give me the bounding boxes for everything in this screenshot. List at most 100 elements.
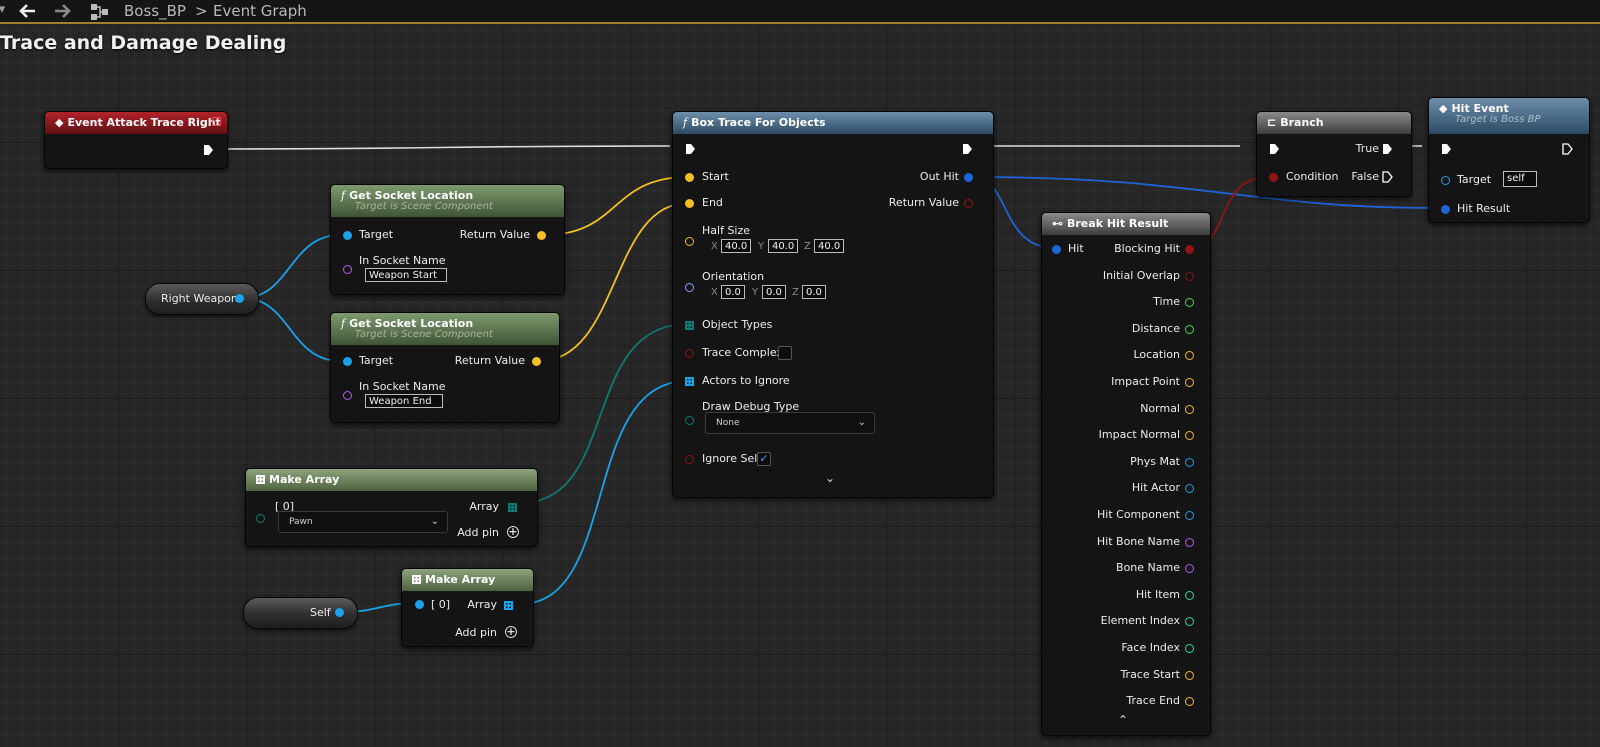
box-trace-out-hit-pin[interactable] [964, 173, 973, 182]
make-array-node-1[interactable]: Make Array [ 0] Pawn⌄ Array Add pin + [245, 468, 538, 547]
break-hit-output-pin[interactable] [1185, 431, 1194, 441]
break-hit-output-label: Initial Overlap [1102, 268, 1180, 282]
break-hit-in-pin[interactable] [1052, 245, 1061, 254]
break-hit-output-pin[interactable] [1185, 537, 1194, 547]
break-hit-output-pin[interactable] [1185, 271, 1194, 281]
break-hit-output-label: Impact Point [1111, 375, 1180, 388]
box-trace-return-pin[interactable] [964, 199, 973, 208]
branch-exec-in-pin[interactable] [1269, 143, 1280, 155]
make-array2-output-pin[interactable] [504, 601, 513, 610]
make-array1-in-pin[interactable] [256, 514, 265, 523]
socket1-return-label: Return Value [459, 228, 530, 241]
arrow-right-icon[interactable] [52, 3, 72, 21]
ignore-self-checkbox[interactable]: ✓ [757, 452, 771, 466]
add-pin-icon[interactable]: + [505, 625, 517, 638]
event-icon: ◆ [1439, 102, 1448, 115]
break-hit-output-label: Distance [1131, 321, 1180, 335]
branch-true-pin[interactable] [1382, 143, 1393, 155]
break-hit-output-pin[interactable] [1185, 564, 1194, 574]
chevron-down-icon[interactable]: ▾ [0, 2, 6, 17]
break-hit-output-pin[interactable] [1185, 484, 1194, 494]
half-size-y-axis: Y [758, 241, 765, 252]
delegate-pin-icon[interactable] [212, 117, 221, 126]
socket1-socket-name-pin[interactable] [343, 265, 352, 274]
box-trace-half-size-pin[interactable] [685, 237, 694, 246]
break-hit-output-pin[interactable] [1185, 644, 1194, 653]
trace-complex-checkbox[interactable] [778, 346, 792, 360]
chevron-down-icon[interactable]: ⌄ [825, 471, 836, 485]
add-pin-icon[interactable]: + [507, 525, 519, 538]
break-hit-output-pin[interactable] [1185, 245, 1194, 254]
break-hit-output-pin[interactable] [1185, 670, 1194, 680]
make-array2-in-pin[interactable] [415, 600, 424, 609]
socket1-socket-name-field[interactable]: Weapon Start [365, 268, 447, 282]
box-trace-draw-debug-pin[interactable] [685, 416, 694, 425]
half-size-z-field[interactable]: 40.0 [814, 239, 844, 253]
break-hit-output-pin[interactable] [1185, 457, 1194, 467]
socket1-subtitle: Target is Scene Component [355, 201, 493, 212]
self-variable[interactable]: Self [243, 597, 358, 629]
break-hit-output-pin[interactable] [1185, 617, 1194, 627]
hit-event-target-pin[interactable] [1441, 176, 1450, 185]
hit-event-hit-result-pin[interactable] [1441, 205, 1450, 214]
half-size-y-field[interactable]: 40.0 [768, 239, 798, 253]
box-trace-exec-out-pin[interactable] [962, 143, 973, 155]
hit-event-target-field[interactable]: self [1503, 171, 1537, 187]
make-array-node-2[interactable]: Make Array [ 0] Array Add pin + [401, 568, 534, 647]
break-hit-output-label: Time [1153, 295, 1180, 309]
hit-event-exec-in-pin[interactable] [1441, 143, 1452, 155]
event-exec-out-pin[interactable] [203, 144, 214, 156]
breadcrumb-graph[interactable]: Event Graph [213, 2, 307, 20]
make-array1-output-pin[interactable] [508, 503, 517, 512]
break-hit-output-pin[interactable] [1185, 590, 1194, 600]
branch-node[interactable]: ⊏Branch True Condition False [1256, 111, 1412, 197]
branch-condition-pin[interactable] [1269, 173, 1278, 182]
break-hit-output-pin[interactable] [1185, 298, 1194, 308]
orientation-z-field[interactable]: 0.0 [802, 285, 826, 299]
orientation-x-axis: X [711, 287, 718, 298]
socket2-socket-name-field[interactable]: Weapon End [365, 394, 443, 408]
box-trace-exec-in-pin[interactable] [685, 143, 696, 155]
socket1-return-pin[interactable] [537, 231, 546, 240]
break-hit-output-label: Blocking Hit [1114, 242, 1180, 255]
socket2-socket-name-pin[interactable] [343, 391, 352, 400]
self-out-pin[interactable] [335, 608, 344, 617]
branch-false-pin[interactable] [1382, 171, 1393, 183]
orientation-x-field[interactable]: 0.0 [721, 285, 745, 299]
box-trace-object-types-pin[interactable] [685, 321, 694, 330]
breadcrumb-blueprint[interactable]: Boss_BP [124, 2, 186, 20]
half-size-x-field[interactable]: 40.0 [721, 239, 751, 253]
break-hit-output-pin[interactable] [1185, 351, 1194, 361]
break-hit-output-pin[interactable] [1185, 511, 1194, 520]
hit-event-exec-out-pin[interactable] [1562, 143, 1573, 155]
box-trace-orientation-pin[interactable] [685, 283, 694, 292]
socket2-target-pin[interactable] [343, 357, 352, 366]
break-hit-output-pin[interactable] [1185, 378, 1194, 387]
chevron-up-icon[interactable]: ⌃ [1118, 713, 1129, 727]
right-weapon-variable[interactable]: Right Weapon [145, 283, 259, 315]
box-trace-end-pin[interactable] [685, 199, 694, 208]
draw-debug-type-dropdown[interactable]: None⌄ [705, 412, 875, 434]
make-array1-value-dropdown[interactable]: Pawn⌄ [278, 511, 448, 533]
break-hit-output-pin[interactable] [1185, 697, 1194, 707]
box-trace-trace-complex-pin[interactable] [685, 349, 694, 358]
break-hit-output-label: Phys Mat [1130, 454, 1180, 468]
hit-event-subtitle: Target is Boss BP [1455, 114, 1541, 125]
box-trace-start-pin[interactable] [685, 173, 694, 182]
orientation-y-field[interactable]: 0.0 [762, 285, 786, 299]
socket2-return-pin[interactable] [532, 357, 541, 366]
right-weapon-out-pin[interactable] [235, 294, 244, 303]
box-trace-ignore-self-pin[interactable] [685, 455, 694, 464]
make-array1-title: Make Array [269, 473, 340, 486]
socket1-target-pin[interactable] [343, 231, 352, 240]
arrow-left-icon[interactable] [18, 3, 38, 21]
break-hit-output-pin[interactable] [1185, 404, 1194, 414]
box-trace-actors-ignore-pin[interactable] [685, 377, 694, 386]
break-hit-output-pin[interactable] [1185, 324, 1194, 334]
event-attack-trace-right-node[interactable]: ◆Event Attack Trace Right [44, 111, 228, 169]
